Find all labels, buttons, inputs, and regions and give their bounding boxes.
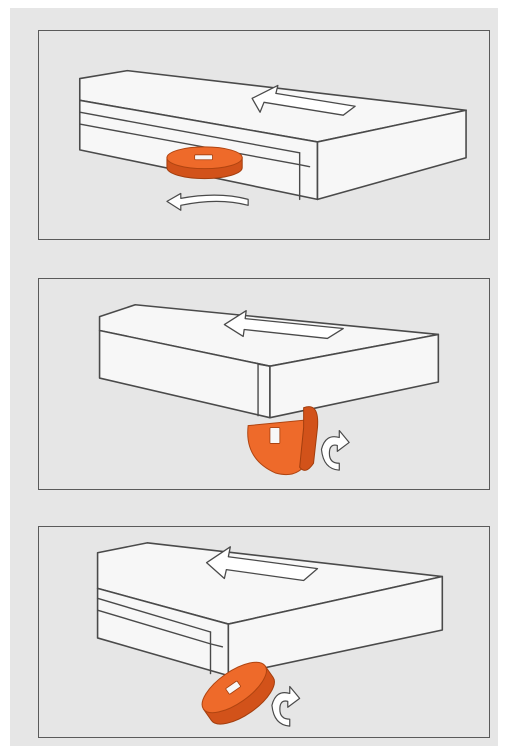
step-1-panel: [38, 30, 490, 240]
step-3-panel: [38, 526, 490, 738]
step-1-illustration: [39, 31, 489, 239]
rotate-arrow-icon: [272, 686, 300, 726]
step-2-illustration: [39, 279, 489, 489]
instruction-sheet: [10, 8, 498, 746]
step-3-illustration: [39, 527, 489, 737]
orange-clip-icon: [167, 147, 242, 179]
step-2-panel: [38, 278, 490, 490]
rotate-arrow-icon: [167, 193, 248, 210]
orange-clip-icon: [248, 407, 318, 475]
rotate-arrow-icon: [321, 431, 349, 471]
